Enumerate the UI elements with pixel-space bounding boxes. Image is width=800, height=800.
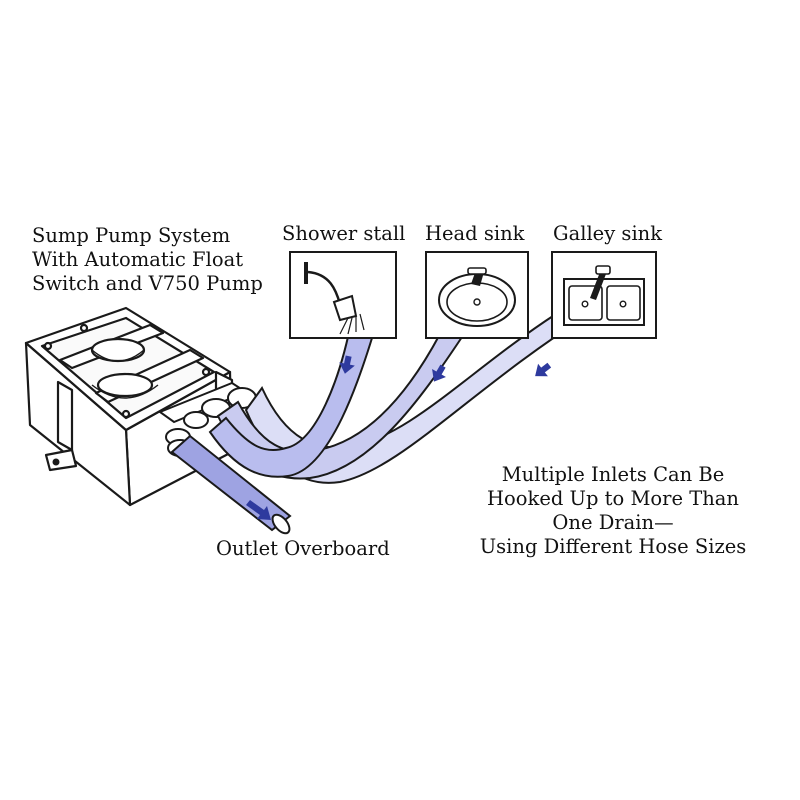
system-title-line-3: Switch and V750 Pump (32, 272, 263, 295)
shower-stall (289, 251, 397, 339)
sump-pump-box (24, 306, 234, 507)
galley-sink-label: Galley sink (553, 222, 663, 245)
system-title: Sump Pump System With Automatic Float Sw… (32, 224, 263, 296)
inlet-fittings (157, 381, 257, 457)
head-sink (425, 251, 529, 339)
flow-arrows (246, 355, 552, 520)
multiple-inlets-note: Multiple Inlets Can Be Hooked Up to More… (470, 463, 756, 559)
note-line-4: Using Different Hose Sizes (479, 535, 747, 558)
head-hose (216, 332, 464, 480)
galley-flow-arrow (535, 362, 552, 377)
system-title-line-1: Sump Pump System (32, 224, 231, 247)
outlet-overboard-label: Outlet Overboard (216, 537, 390, 560)
note-line-2: Hooked Up to More Than (487, 487, 739, 510)
system-title-line-2: With Automatic Float (32, 248, 244, 271)
shower-stall-label: Shower stall (282, 222, 406, 245)
outlet-flow-arrow (246, 500, 271, 520)
shower-flow-arrow (339, 355, 355, 374)
outlet-hose (170, 434, 292, 535)
galley-hose (244, 312, 592, 484)
galley-sink (551, 251, 657, 339)
shower-spray (339, 313, 365, 335)
head-flow-arrow (432, 364, 446, 382)
note-line-1: Multiple Inlets Can Be (501, 463, 725, 486)
head-sink-label: Head sink (425, 222, 525, 245)
note-line-3: One Drain— (552, 511, 674, 534)
